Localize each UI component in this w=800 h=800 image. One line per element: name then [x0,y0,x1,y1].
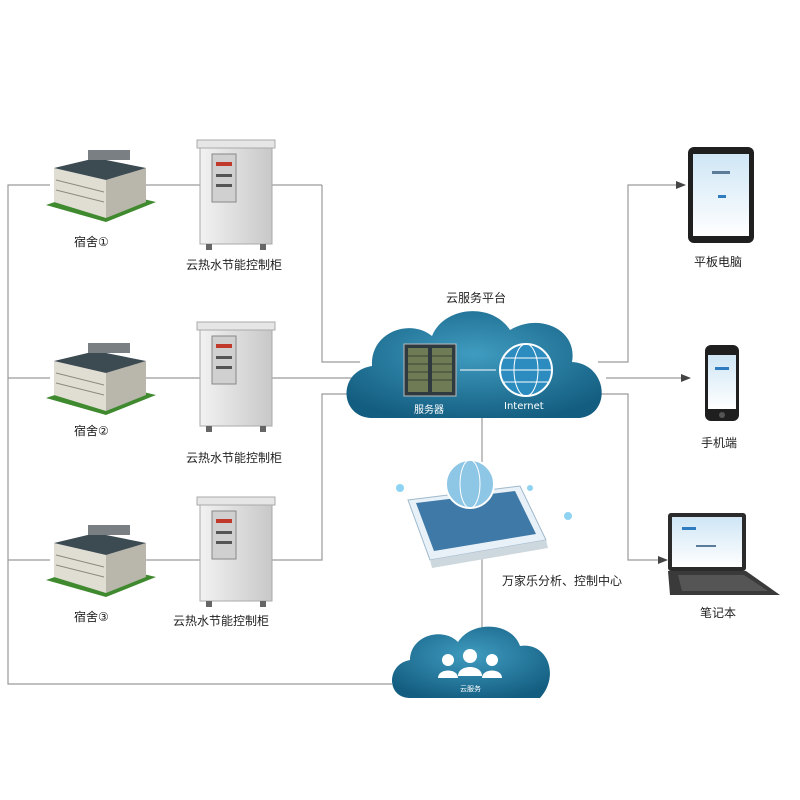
analysis-center-label: 万家乐分析、控制中心 [502,574,623,588]
phone-icon [705,345,739,421]
laptop-icon [668,513,780,595]
arrowheads [658,181,691,564]
dorm-building-3 [46,525,156,597]
cloud-service-label: 云服务 [460,685,481,693]
dorm-label-1: 宿舍① [74,235,109,249]
server-icon [403,343,457,397]
phone-label: 手机端 [701,436,738,450]
internet-label: Internet [504,401,544,412]
tablet-icon [688,147,754,243]
users-icon [438,649,502,678]
cloud-platform-title: 云服务平台 [446,291,507,305]
control-cabinet-2 [196,321,276,432]
dorm-label-2: 宿舍② [74,424,109,438]
analysis-center-icon [396,459,572,568]
dorm-building-1 [46,150,156,222]
cabinet-label-1: 云热水节能控制柜 [186,258,283,272]
cabinet-label-2: 云热水节能控制柜 [186,451,283,465]
control-cabinet-3 [196,496,276,607]
tablet-label: 平板电脑 [694,255,743,269]
laptop-label: 笔记本 [700,606,737,620]
cloud-platform-cloud [346,311,602,418]
globe-icon [499,343,553,397]
dorm-building-2 [46,343,156,415]
dorm-label-3: 宿舍③ [74,610,109,624]
connector-lines [7,184,685,685]
cabinet-label-3: 云热水节能控制柜 [173,614,270,628]
control-cabinet-1 [196,139,276,250]
server-label: 服务器 [414,405,444,416]
